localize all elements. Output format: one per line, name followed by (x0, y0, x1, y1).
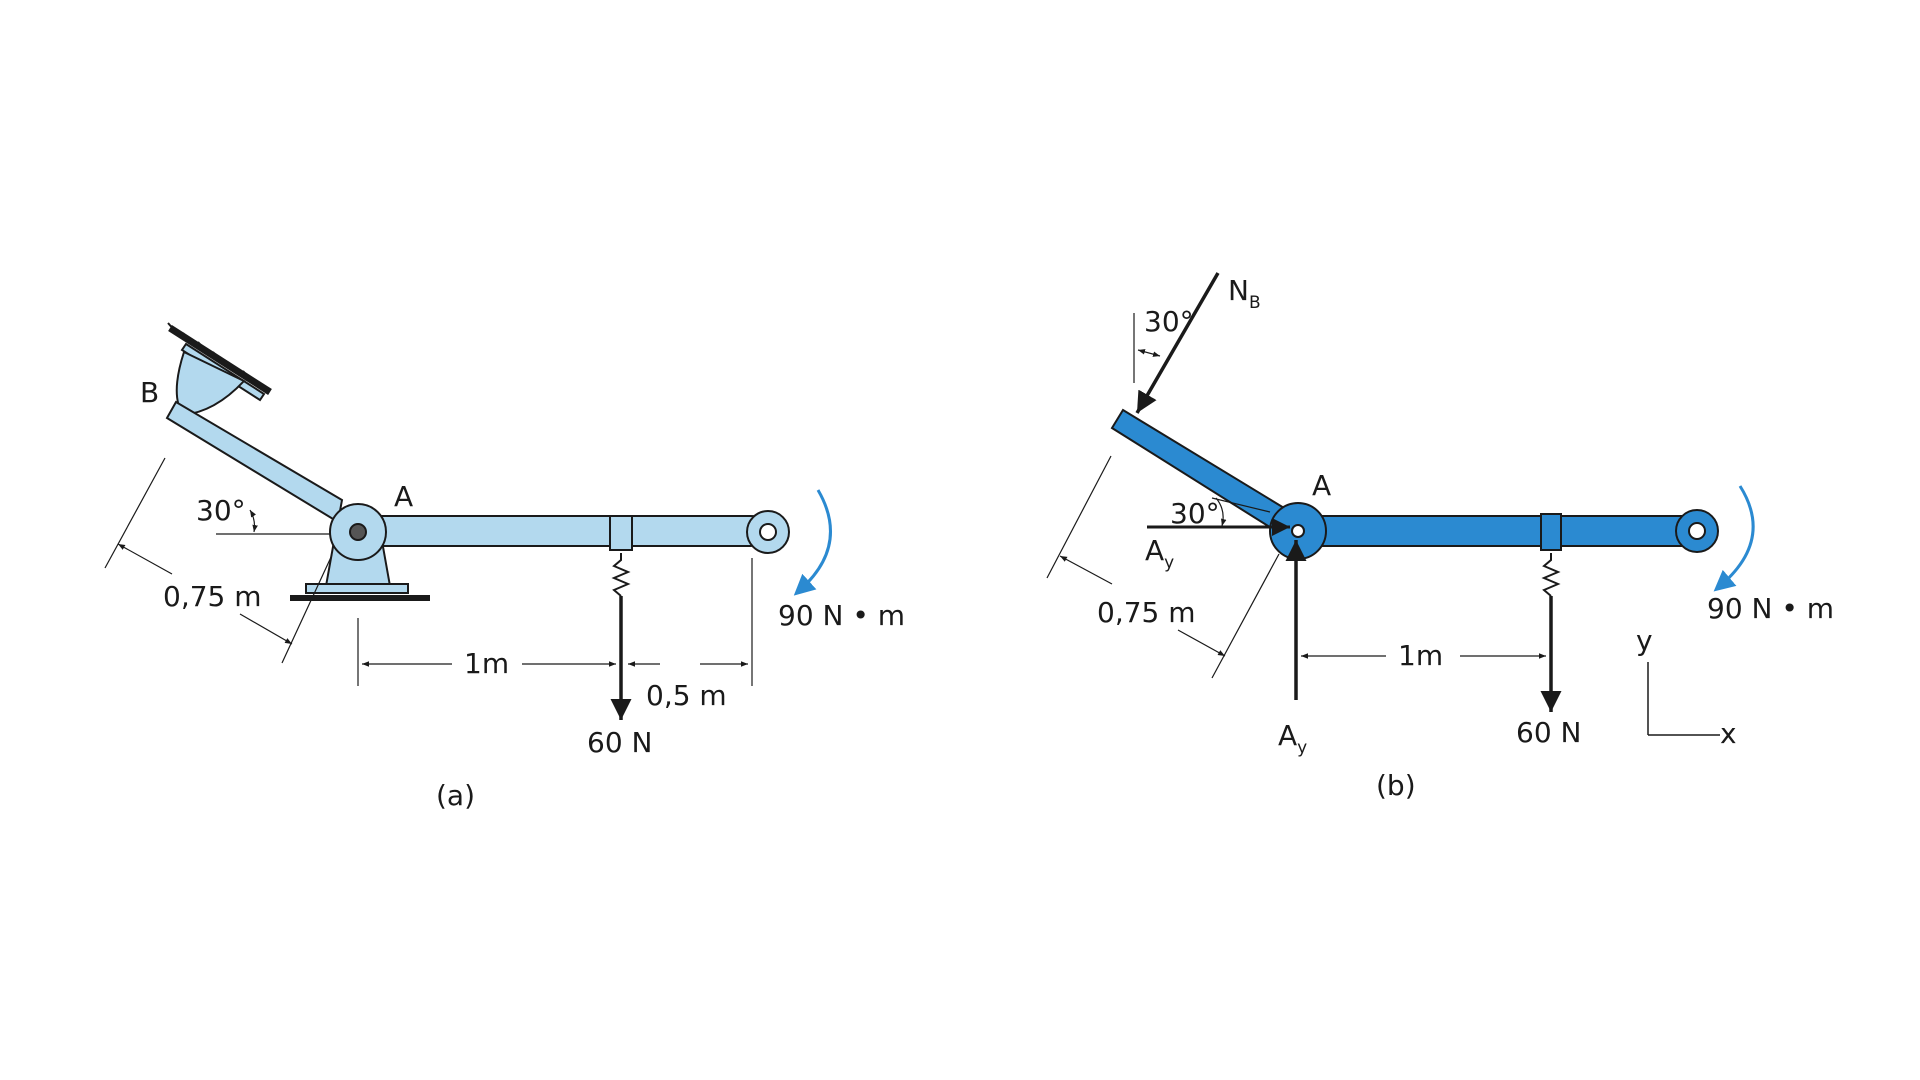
label-ax-main: A (1145, 534, 1164, 567)
label-angle-a: 30° (196, 494, 246, 527)
ceiling-hatch-a (167, 322, 251, 380)
dim-slant-2-a (239, 613, 293, 645)
label-ax-sub: y (1164, 553, 1174, 573)
spring-clip-b (1540, 513, 1562, 551)
reaction-nb-arrow (1135, 272, 1220, 414)
ext-line-1-b (1046, 455, 1112, 579)
label-point-a-a: A (394, 480, 413, 513)
lever-end-hole-a (759, 523, 777, 541)
label-point-b-a: B (140, 376, 159, 409)
label-angle-mid-b: 30° (1170, 497, 1220, 530)
label-dim-slanted-a: 0,75 m (163, 580, 262, 613)
label-axis-y: y (1636, 624, 1653, 657)
label-ax: Ay (1145, 534, 1174, 573)
label-angle-top-b: 30° (1144, 305, 1194, 338)
label-force-a: 60 N (587, 726, 652, 759)
spring-clip-a (609, 515, 633, 551)
dim-slant-2-b (1177, 629, 1226, 657)
label-nb-main: N (1228, 274, 1249, 307)
angle-arc-a (249, 509, 258, 533)
pin-b (1291, 524, 1305, 538)
lever-horizontal-a (355, 515, 771, 547)
label-moment-a: 90 N • m (778, 599, 905, 632)
label-dim-1m-b: 1m (1398, 639, 1443, 672)
label-force-b: 60 N (1516, 716, 1581, 749)
support-plate-a (305, 583, 409, 594)
ext-line-2-b (1211, 553, 1280, 679)
label-nb: NB (1228, 274, 1261, 313)
label-axis-x: x (1720, 717, 1737, 750)
label-moment-b: 90 N • m (1707, 592, 1834, 625)
dim-slant-1-b (1059, 555, 1113, 585)
label-ay: Ay (1278, 719, 1307, 758)
caption-b: (b) (1376, 769, 1416, 802)
caption-a: (a) (436, 779, 475, 812)
label-dim-05m-a: 0,5 m (646, 679, 727, 712)
moment-arrow-b (1713, 485, 1755, 592)
figure-a: B A 30° 0,75 m 1m 0,5 m 60 N 90 N • m (a… (104, 322, 905, 812)
label-dim-1m-a: 1m (464, 647, 509, 680)
label-point-a-b: A (1312, 469, 1331, 502)
angle-ref-b (1211, 497, 1271, 513)
label-dim-slanted-b: 0,75 m (1097, 596, 1196, 629)
dim-slant-1-a (117, 543, 173, 575)
spring-b (1541, 553, 1561, 597)
moment-arrow-a (793, 489, 832, 596)
lever-horizontal-b (1309, 515, 1711, 547)
label-ay-main: A (1278, 719, 1297, 752)
angle-arc-b (1215, 497, 1227, 527)
lever-end-hole-b (1688, 522, 1706, 540)
figure-b: A NB 30° 30° Ay Ay 0,75 m 1m 60 N 90 N •… (1046, 272, 1834, 802)
ext-line-1-a (104, 457, 166, 569)
ext-line-2-a (281, 554, 333, 664)
nb-angle-arc (1137, 349, 1161, 357)
pin-a (349, 523, 367, 541)
spring-a (611, 553, 631, 597)
label-nb-sub: B (1249, 293, 1261, 313)
lever-slanted-a (165, 400, 344, 524)
label-ay-sub: y (1297, 738, 1307, 758)
